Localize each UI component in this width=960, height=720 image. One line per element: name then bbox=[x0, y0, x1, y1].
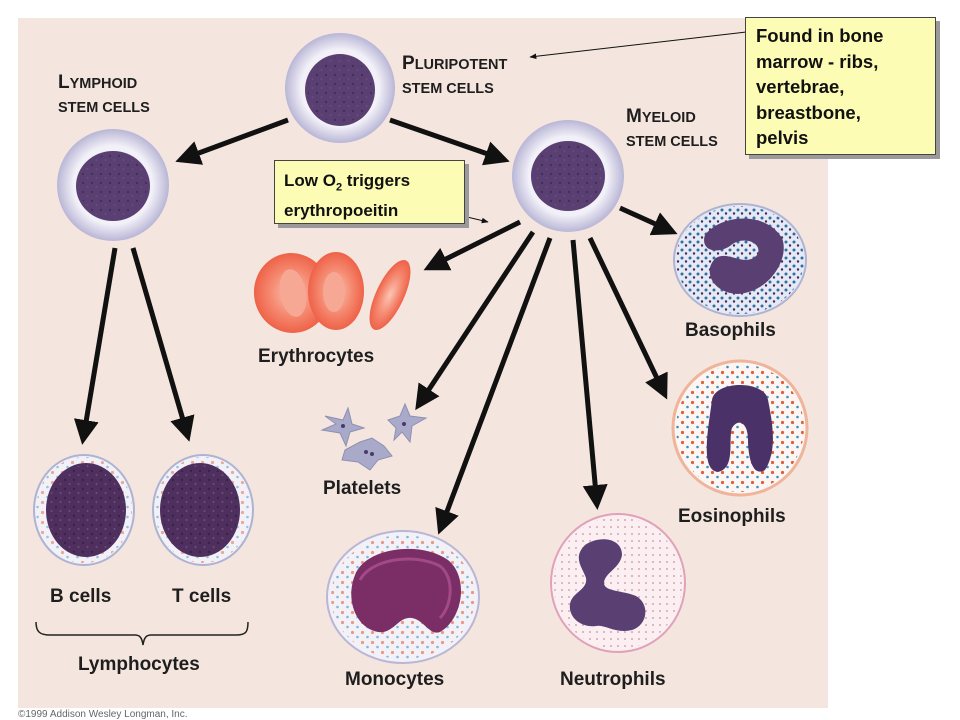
arrow-lymphoid-to-bcells bbox=[73, 247, 118, 445]
monocytes-label: Monocytes bbox=[345, 669, 444, 690]
o2-callout-line1: Low O2 triggers bbox=[284, 171, 411, 194]
low-oxygen-callout: Low O2 triggers erythropoeitin bbox=[274, 160, 465, 224]
myeloid-label-line2: STEM CELLS bbox=[626, 134, 718, 150]
neutrophil-cell bbox=[550, 513, 686, 653]
arrow-myeloid-to-neutrophils bbox=[570, 239, 608, 510]
copyright-notice: ©1999 Addison Wesley Longman, Inc. bbox=[18, 709, 188, 720]
marrow-callout-line: vertebrae, bbox=[756, 76, 845, 97]
marrow-callout-line: marrow - ribs, bbox=[756, 50, 879, 72]
arrow-lymphoid-to-tcells bbox=[130, 247, 195, 442]
arrow-myeloid-to-platelets bbox=[415, 230, 536, 411]
arrow-pluri-to-myeloid bbox=[389, 117, 510, 166]
monocyte-cell bbox=[326, 530, 480, 664]
t-cells-label: T cells bbox=[172, 586, 231, 607]
arrow-pluri-to-lymphoid bbox=[175, 117, 289, 165]
eosinophils-label: Eosinophils bbox=[678, 506, 786, 527]
b-cells-label: B cells bbox=[50, 586, 111, 607]
o2-callout-line2: erythropoeitin bbox=[284, 201, 399, 221]
basophil-cell bbox=[673, 203, 807, 317]
lymphoid-label-line2: STEM CELLS bbox=[58, 100, 150, 116]
lymphoid-stem-cell bbox=[57, 129, 169, 241]
marrow-callout-line: breastbone, bbox=[756, 101, 861, 123]
lymphocytes-bracket bbox=[35, 621, 249, 646]
arrow-myeloid-to-eosinophils bbox=[587, 236, 668, 400]
marrow-callout-line: pelvis bbox=[756, 127, 809, 148]
eosinophil-cell bbox=[671, 359, 809, 497]
myeloid-label: MYELOID bbox=[626, 106, 696, 127]
lymphocytes-label: Lymphocytes bbox=[78, 654, 200, 675]
arrow-myeloid-to-erythrocytes bbox=[423, 219, 522, 271]
platelets-label: Platelets bbox=[323, 478, 401, 499]
myeloid-stem-cell bbox=[512, 120, 624, 232]
pluripotent-stem-cell bbox=[285, 33, 395, 143]
pointer-marrow bbox=[529, 30, 756, 60]
pluripotent-label: PLURIPOTENT bbox=[402, 53, 507, 74]
lymphoid-label: LYMPHOID bbox=[58, 72, 137, 93]
bone-marrow-callout: Found in bone marrow - ribs, vertebrae, … bbox=[745, 17, 936, 155]
b-cell bbox=[33, 454, 135, 566]
platelet-cells bbox=[320, 402, 428, 471]
arrows bbox=[73, 117, 678, 535]
pluripotent-label-line2: STEM CELLS bbox=[402, 81, 494, 97]
erythrocyte-cells bbox=[253, 252, 411, 333]
marrow-callout-line: Found in bone bbox=[756, 25, 884, 46]
arrow-myeloid-to-basophils bbox=[618, 205, 678, 236]
t-cell bbox=[152, 454, 254, 566]
erythrocytes-label: Erythrocytes bbox=[258, 346, 374, 367]
neutrophils-label: Neutrophils bbox=[560, 669, 666, 690]
arrow-myeloid-to-monocytes bbox=[435, 237, 553, 535]
basophils-label: Basophils bbox=[685, 320, 776, 341]
